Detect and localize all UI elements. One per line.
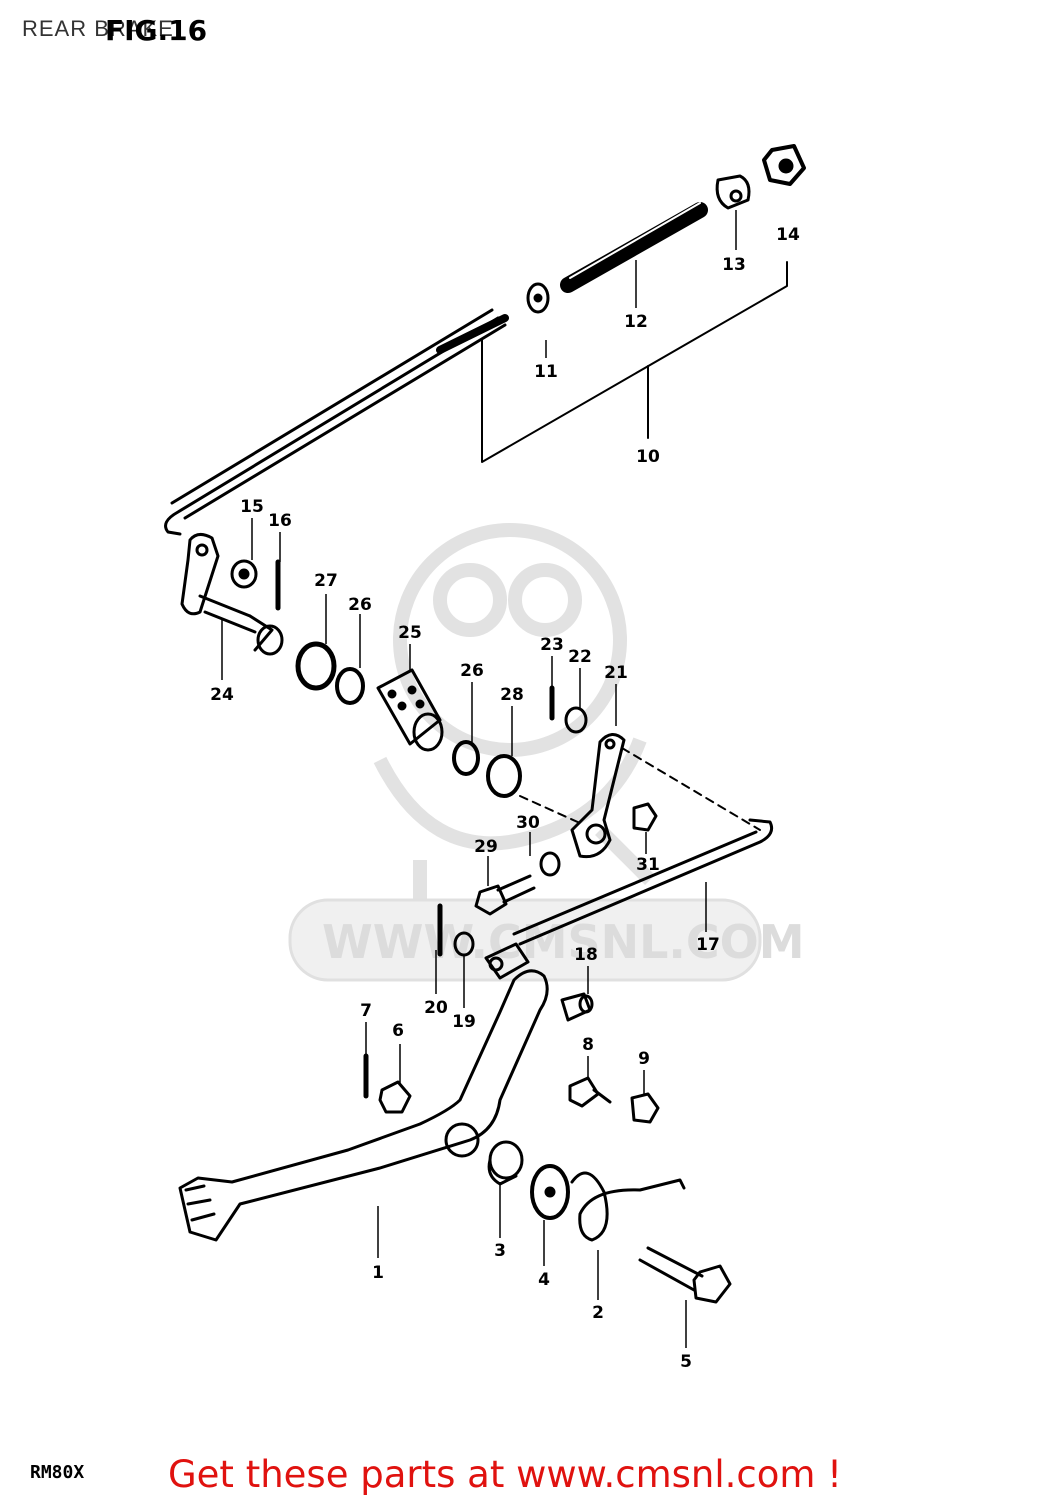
washer-28: [486, 754, 522, 798]
promo-link[interactable]: Get these parts at www.cmsnl.com !: [168, 1453, 843, 1496]
callout-14: 14: [776, 225, 800, 245]
callout-5: 5: [680, 1352, 692, 1372]
washer-11: [526, 282, 550, 314]
bushing-25: [376, 668, 444, 752]
nut-6: [378, 1080, 412, 1114]
callout-23: 23: [540, 635, 564, 655]
model-label: RM80X: [30, 1462, 85, 1483]
callout-7: 7: [360, 1001, 372, 1021]
brake-rod: [164, 308, 509, 536]
washer-15: [230, 559, 258, 589]
o-ring-26a: [335, 667, 365, 705]
callout-20: 20: [424, 998, 448, 1018]
washer-19: [453, 931, 475, 957]
watermark-text: WWW.CMSNL.COM: [322, 915, 805, 969]
seal-27: [295, 641, 337, 691]
brake-shaft-arm: [180, 533, 284, 656]
callout-22: 22: [568, 647, 592, 667]
rod-joint: [715, 174, 751, 210]
callout-13: 13: [722, 255, 746, 275]
callout-28: 28: [500, 685, 524, 705]
rod-spring: [560, 202, 708, 293]
callout-16: 16: [268, 511, 292, 531]
brake-rod-17: [512, 818, 774, 946]
watermark-logo: [373, 523, 655, 900]
o-ring-26b: [452, 740, 480, 776]
rod-clevis: [484, 942, 530, 980]
callout-29: 29: [474, 837, 498, 857]
pivot-bolt-5: [638, 1246, 732, 1304]
watermark-banner: [288, 898, 762, 982]
adjust-nut: [762, 144, 806, 186]
callout-30: 30: [516, 813, 540, 833]
callout-10: 10: [636, 447, 660, 467]
washer-4: [530, 1164, 570, 1220]
callout-8: 8: [582, 1035, 594, 1055]
washer-22: [564, 706, 588, 734]
nut-31: [632, 802, 658, 832]
diagram-title: REAR BRAKE: [22, 16, 174, 41]
washer-30: [539, 851, 561, 877]
brake-pedal: [178, 969, 549, 1242]
callout-1: 1: [372, 1263, 384, 1283]
nut-9: [630, 1092, 660, 1124]
callout-4: 4: [538, 1270, 550, 1290]
bolt-29: [474, 874, 536, 916]
callout-26b: 26: [348, 595, 372, 615]
callout-31: 31: [636, 855, 660, 875]
callout-18: 18: [574, 945, 598, 965]
brake-lever-arm: [570, 733, 626, 859]
callout-11: 11: [534, 362, 558, 382]
callout-27: 27: [314, 571, 338, 591]
callout-3: 3: [494, 1241, 506, 1261]
pedal-bushing-3: [487, 1140, 524, 1186]
callout-19: 19: [452, 1012, 476, 1032]
clevis-pin-18: [560, 992, 594, 1022]
callout-2: 2: [592, 1303, 604, 1323]
callout-25: 25: [398, 623, 422, 643]
callout-26a: 26: [460, 661, 484, 681]
callout-6: 6: [392, 1021, 404, 1041]
callout-15: 15: [240, 497, 264, 517]
bolt-8: [568, 1076, 612, 1108]
figure-label: FIG.16: [105, 14, 208, 47]
callout-21: 21: [604, 663, 628, 683]
return-spring: [570, 1171, 686, 1242]
callout-17: 17: [696, 935, 720, 955]
callout-24: 24: [210, 685, 234, 705]
callout-12: 12: [624, 312, 648, 332]
callout-9: 9: [638, 1049, 650, 1069]
